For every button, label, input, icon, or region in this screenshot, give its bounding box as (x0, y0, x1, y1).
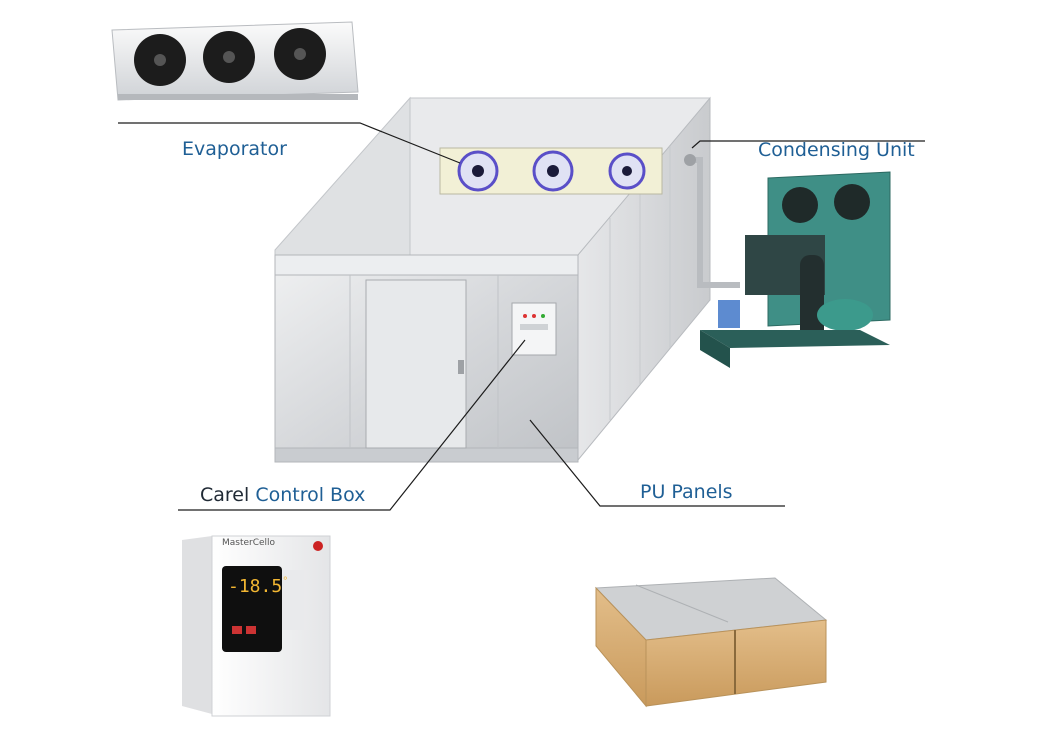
evaporator-label: Evaporator (182, 138, 287, 160)
pu-panels-leader-line (529, 419, 785, 507)
controller-display: -18.5° (228, 576, 288, 597)
control-box-text: Control Box (255, 484, 366, 506)
cold-room (274, 96, 740, 463)
controller-display-unit: ° (282, 576, 289, 587)
evaporator-fan-icon (203, 31, 255, 83)
pu-panels-label: PU Panels (640, 481, 733, 503)
room-evaporator-fan-icon (457, 150, 499, 192)
condenser-fan-icon (782, 187, 818, 223)
controller-brand-text: MasterCello (222, 538, 276, 548)
evaporator-unit-image (111, 21, 359, 101)
condensing-unit-leader-line (691, 140, 925, 149)
carel-controller-image (182, 535, 331, 717)
controller-display-value: -18.5 (228, 576, 283, 597)
cold-room-door (365, 279, 467, 449)
room-evaporator (439, 147, 663, 195)
condensing-unit-label: Condensing Unit (758, 139, 915, 161)
control-box-leader-line (178, 339, 526, 511)
condensing-unit-image (700, 171, 891, 368)
condenser-fan-icon (834, 184, 870, 220)
evaporator-leader-line (118, 122, 461, 164)
evaporator-fan-icon (134, 34, 186, 86)
evaporator-fan-icon (274, 28, 326, 80)
carel-brand-text: Carel (200, 484, 250, 506)
pu-panels-image (594, 577, 828, 708)
leader-lines (118, 122, 925, 511)
room-evaporator-fan-icon (532, 150, 574, 192)
room-evaporator-fan-icon (608, 152, 646, 190)
carel-control-box-label: Carel Control Box (200, 484, 365, 506)
